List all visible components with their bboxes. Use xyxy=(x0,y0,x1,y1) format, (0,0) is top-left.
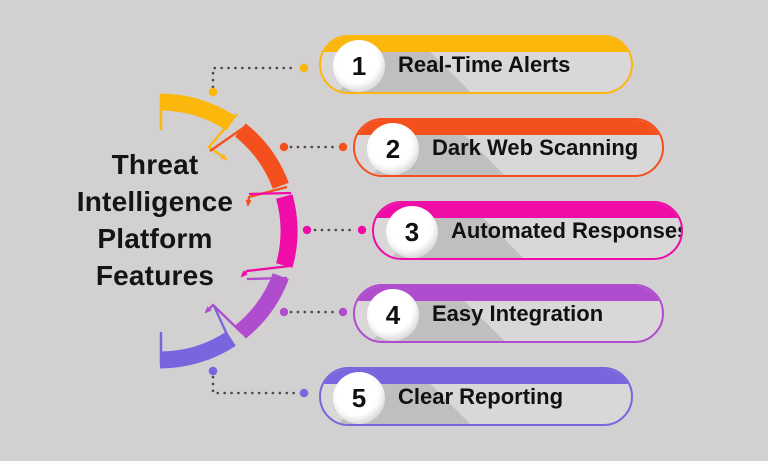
title-line-4: Features xyxy=(95,260,215,291)
pill-top-band xyxy=(321,369,631,384)
ribbon-hook-2 xyxy=(245,185,288,207)
connector-dotted-1 xyxy=(211,66,299,89)
step-number-badge: 5 xyxy=(333,372,385,424)
connector-dot-3b xyxy=(357,225,367,235)
feature-label: Dark Web Scanning xyxy=(432,134,639,160)
feature-pill-4: 4 Easy Integration xyxy=(353,284,664,343)
arc-segment-4 xyxy=(234,273,289,339)
feature-label: Easy Integration xyxy=(432,300,604,326)
connector-dot-1a xyxy=(208,87,218,97)
connector-dotted-5 xyxy=(211,375,299,395)
ribbon-hook-4 xyxy=(204,303,244,335)
feature-label: Real-Time Alerts xyxy=(398,51,571,77)
ribbon-line-2 xyxy=(209,125,247,152)
arc-segment-3 xyxy=(276,194,298,268)
pill-top-band xyxy=(355,120,662,135)
arc-segment-1 xyxy=(159,93,236,131)
connector-dot-1b xyxy=(299,63,309,73)
title-line-2: Intelligence xyxy=(76,186,234,217)
feature-label: Clear Reporting xyxy=(398,383,564,409)
step-number-badge: 4 xyxy=(367,289,419,341)
connector-dot-4b xyxy=(338,307,348,317)
step-number-badge: 3 xyxy=(386,206,438,258)
ribbon-line-3 xyxy=(248,191,292,196)
feature-pill-3: 3 Automated Responses xyxy=(372,201,683,260)
step-number: 5 xyxy=(351,382,367,413)
ribbon-hook-3 xyxy=(240,264,291,278)
pill-top-band xyxy=(374,203,681,218)
step-number: 4 xyxy=(385,299,401,330)
connector-dot-2b xyxy=(338,142,348,152)
step-number: 1 xyxy=(351,50,367,81)
connector-dot-5b xyxy=(299,388,309,398)
title-line-3: Platform xyxy=(97,223,213,254)
step-number: 3 xyxy=(404,216,420,247)
connector-dot-3a xyxy=(302,225,312,235)
step-number: 2 xyxy=(385,133,401,164)
step-number-badge: 2 xyxy=(367,123,419,175)
feature-pill-5: 5 Clear Reporting xyxy=(319,367,633,426)
arc-segment-5 xyxy=(159,331,236,369)
connector-dot-5a xyxy=(208,366,218,376)
arc-segment-2 xyxy=(234,123,289,189)
step-number-badge: 1 xyxy=(333,40,385,92)
pill-top-band xyxy=(355,286,662,301)
connector-dot-2a xyxy=(279,142,289,152)
feature-pill-2: 2 Dark Web Scanning xyxy=(353,118,664,177)
title-line-1: Threat xyxy=(111,149,199,180)
feature-label: Automated Responses xyxy=(451,217,683,243)
page-title: Threat Intelligence Platform Features xyxy=(36,146,274,294)
connector-dot-4a xyxy=(279,307,289,317)
pill-top-band xyxy=(321,37,631,52)
feature-pill-1: 1 Real-Time Alerts xyxy=(319,35,633,94)
